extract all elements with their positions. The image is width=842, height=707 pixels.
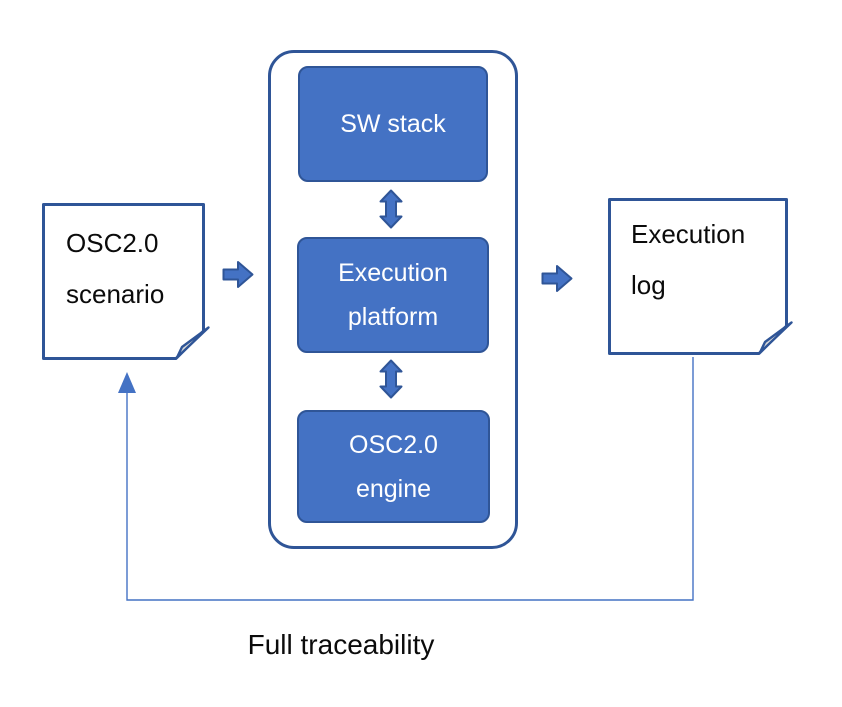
scenario-label-line1: OSC2.0 xyxy=(66,228,159,258)
osc-engine-box: OSC2.0 engine xyxy=(297,410,490,523)
document-shape xyxy=(42,203,210,360)
folded-corner-icon xyxy=(175,326,210,359)
document-shape xyxy=(608,198,793,355)
scenario-document-label: OSC2.0 scenario xyxy=(42,203,205,320)
execution-platform-label-line1: Execution xyxy=(338,259,448,287)
osc-engine-label-line1: OSC2.0 xyxy=(349,430,438,459)
scenario-label-line2: scenario xyxy=(66,279,165,309)
flow-arrow-input-icon xyxy=(222,261,254,288)
platform-engine-double-arrow-icon xyxy=(379,359,403,399)
osc-engine-label-line2: engine xyxy=(355,474,432,503)
execution-log-document: Execution log xyxy=(608,198,793,355)
execution-platform-box: Execution platform xyxy=(297,237,489,353)
scenario-document: OSC2.0 scenario xyxy=(42,203,210,360)
stack-platform-double-arrow-icon xyxy=(379,189,403,229)
sw-stack-label: SW stack xyxy=(340,110,446,138)
full-traceability-caption: Full traceability xyxy=(247,629,435,660)
execution-log-label-line2: log xyxy=(631,270,666,300)
execution-log-label-line1: Execution xyxy=(631,219,746,249)
folded-corner-icon xyxy=(758,321,793,354)
sw-stack-box: SW stack xyxy=(298,66,488,182)
execution-log-label: Execution log xyxy=(608,198,788,311)
feedback-line xyxy=(126,357,694,601)
flow-arrow-output-icon xyxy=(541,265,573,292)
execution-environment-container xyxy=(268,50,518,549)
execution-platform-label-line2: platform xyxy=(347,303,439,331)
feedback-arrowhead-icon xyxy=(118,372,136,393)
